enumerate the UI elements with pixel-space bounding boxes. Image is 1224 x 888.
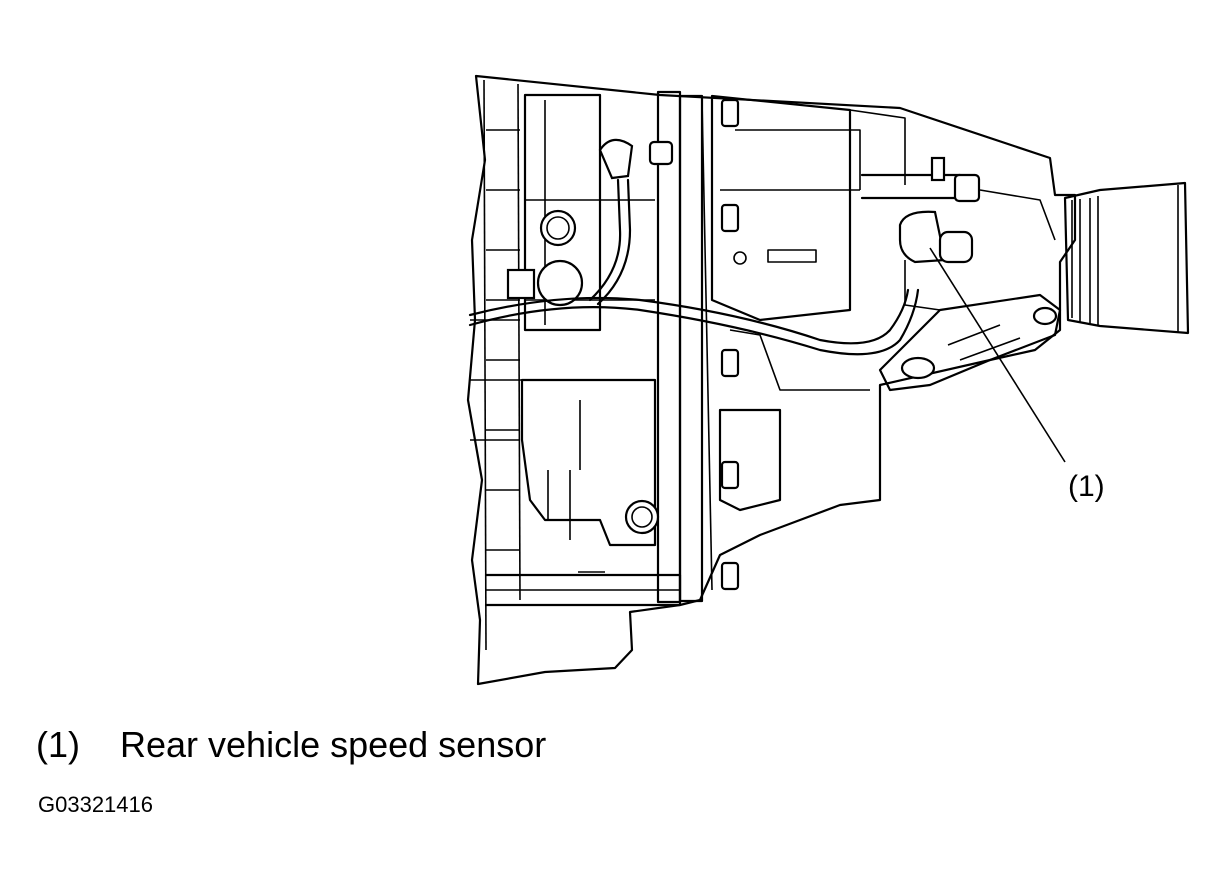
callout-label: (1) bbox=[1068, 470, 1105, 503]
callout-leader-line bbox=[929, 247, 1066, 463]
wire-harness bbox=[468, 288, 920, 356]
figure-id: G03321416 bbox=[38, 792, 153, 817]
legend-number: (1) bbox=[36, 724, 80, 765]
rear-mount-bracket bbox=[878, 293, 1062, 392]
rear-vehicle-speed-sensor bbox=[898, 210, 974, 311]
output-extension-housing bbox=[1063, 181, 1190, 335]
front-sensor-harness bbox=[588, 138, 634, 306]
flange-bolts bbox=[648, 98, 740, 591]
legend-entry: (1) Rear vehicle speed sensor bbox=[36, 724, 546, 766]
legend-text: Rear vehicle speed sensor bbox=[120, 724, 547, 765]
